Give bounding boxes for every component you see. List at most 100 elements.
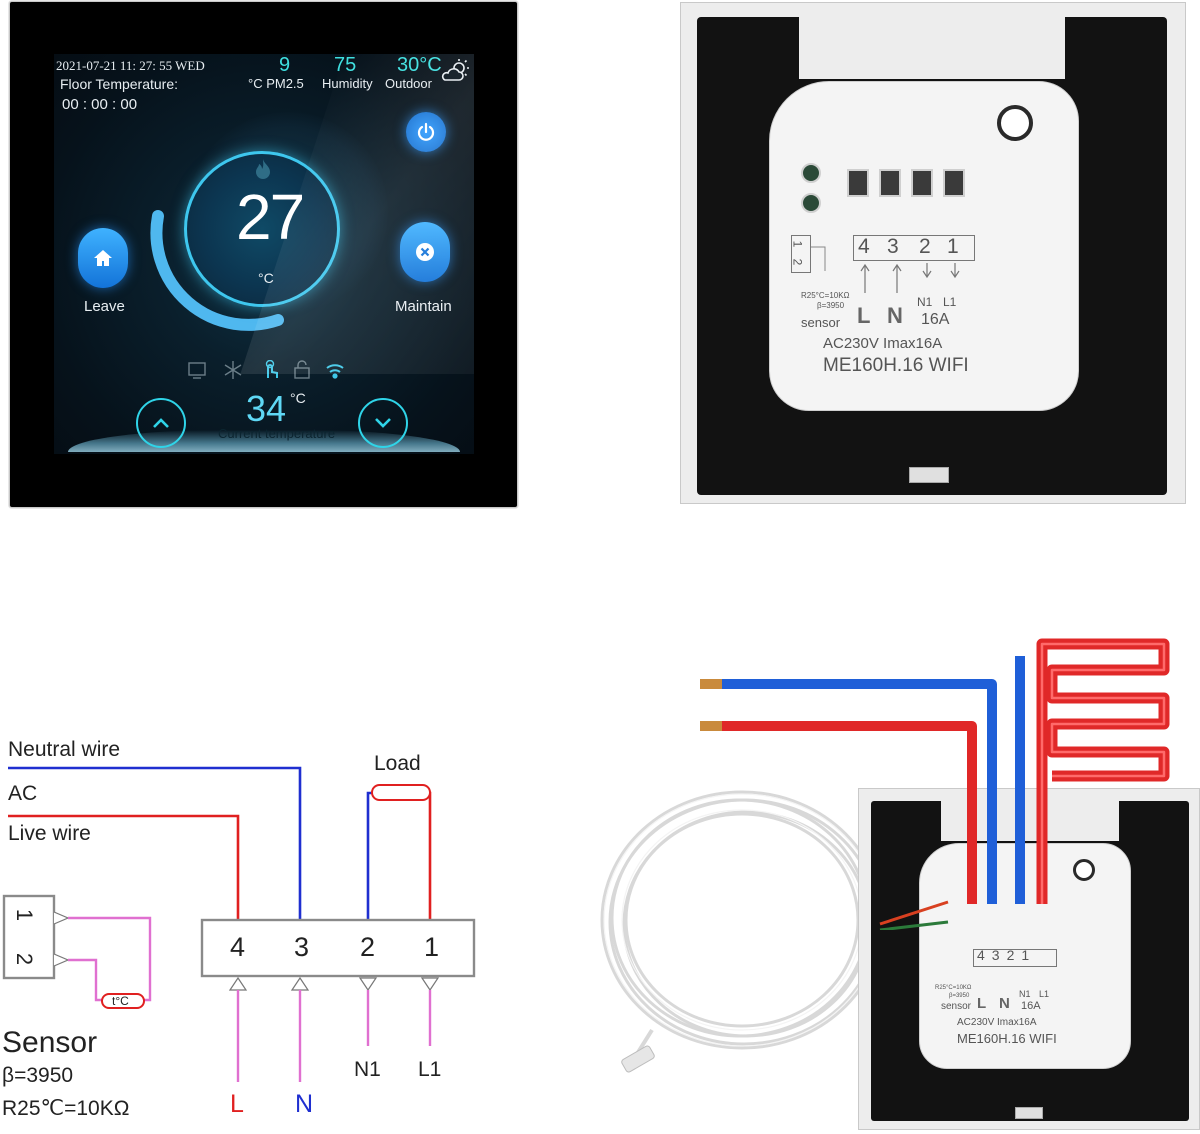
leave-label: Leave bbox=[84, 298, 125, 315]
humidity-label: Humidity bbox=[322, 76, 373, 91]
model-number: ME160H.16 WIFI bbox=[823, 355, 969, 376]
terminal-4: 4 bbox=[230, 932, 246, 962]
sensor-beta: β=3950 bbox=[2, 1064, 74, 1087]
sensor-resistance: R25℃=10KΩ bbox=[2, 1097, 130, 1120]
sensor-label: sensor bbox=[801, 315, 841, 330]
thermostat-front: 2021-07-21 11: 27: 55 WED Floor Temperat… bbox=[10, 2, 517, 507]
output-arrow-l1 bbox=[420, 977, 440, 992]
load-label: Load bbox=[374, 752, 421, 775]
load-element bbox=[371, 784, 431, 801]
supply-live-wire bbox=[720, 721, 977, 904]
sensor-pin-arrow-1 bbox=[53, 911, 70, 925]
terminal-4-label: 4 bbox=[858, 235, 870, 258]
installed-terminal-2: 2 bbox=[1006, 947, 1022, 963]
temperature-arc bbox=[150, 210, 284, 331]
neutral-copper-tip bbox=[700, 679, 722, 689]
installed-back-plate: 4321 R25°C=10KΩ β=3950 sensor L N N1 L1 … bbox=[858, 788, 1200, 1130]
terminal-1-label: 1 bbox=[947, 235, 959, 258]
terminal-3: 3 bbox=[294, 932, 310, 962]
live-copper-tip bbox=[700, 721, 722, 731]
plate-arrows bbox=[811, 246, 960, 293]
terminal-1: 1 bbox=[424, 932, 440, 962]
sensor-screw bbox=[801, 163, 821, 183]
installed-output-rating: 16A bbox=[1021, 1000, 1041, 1012]
heating-cable-highlight bbox=[1040, 642, 1166, 904]
output-rating: 16A bbox=[921, 311, 950, 328]
sensor-spec-resistance: R25°C=10KΩ bbox=[801, 291, 850, 300]
installed-bottom-slot bbox=[1015, 1107, 1043, 1119]
installed-power-rating: AC230V Imax16A bbox=[957, 1017, 1037, 1028]
set-temperature-unit: °C bbox=[258, 270, 274, 286]
ac-label: AC bbox=[8, 782, 38, 805]
current-temperature-unit: °C bbox=[290, 390, 306, 406]
installed-model-number: ME160H.16 WIFI bbox=[957, 1031, 1057, 1046]
bottom-label-l1: L1 bbox=[418, 1058, 442, 1081]
terminal-block bbox=[200, 918, 476, 978]
chevron-up-icon bbox=[153, 418, 169, 428]
outdoor-value: 30°C bbox=[397, 54, 442, 76]
top-notch bbox=[799, 17, 1065, 79]
sensor-pin-1-label: 1 bbox=[12, 908, 38, 922]
installed-output-label-n1: N1 bbox=[1019, 989, 1031, 999]
terminal-label-box bbox=[853, 235, 975, 261]
status-icons bbox=[188, 360, 344, 379]
power-icon bbox=[417, 122, 435, 141]
terminal-screw bbox=[943, 169, 965, 197]
installed-terminal-4: 4 bbox=[977, 947, 992, 963]
terminal-3-label: 3 bbox=[887, 235, 899, 258]
installed-wiring bbox=[700, 638, 1170, 930]
snowflake-icon bbox=[224, 361, 242, 379]
load-live-wire bbox=[424, 791, 432, 920]
temperature-up-button[interactable] bbox=[136, 398, 186, 448]
pm-value: 9 bbox=[279, 54, 291, 76]
supply-neutral-wire bbox=[720, 679, 997, 904]
pm-unit: °C PM2.5 bbox=[248, 76, 304, 91]
sensor-pin-2: 2 bbox=[790, 258, 805, 266]
installed-terminal-label-box bbox=[973, 949, 1057, 967]
maintain-icon bbox=[416, 243, 434, 261]
installed-terminal-1: 1 bbox=[1021, 947, 1037, 963]
bottom-label-l: L bbox=[230, 1090, 244, 1118]
temperature-down-button[interactable] bbox=[358, 398, 408, 448]
sensor-lead-red bbox=[879, 900, 949, 926]
installed-terminal-labels: 4321 bbox=[977, 947, 1036, 963]
maintain-button[interactable] bbox=[400, 222, 450, 282]
input-label-n: N bbox=[887, 303, 903, 328]
sensor-wire-1 bbox=[68, 916, 152, 1002]
sensor-pin-2-label: 2 bbox=[12, 952, 38, 966]
terminal-2: 2 bbox=[360, 932, 376, 962]
sensor-screw bbox=[801, 193, 821, 213]
power-button[interactable] bbox=[406, 112, 446, 152]
installed-input-label-n: N bbox=[999, 995, 1010, 1012]
back-plate: 4 3 2 1 1 2 R25°C=10KΩ β=3950 sensor L N… bbox=[680, 2, 1186, 504]
sensor-title: Sensor bbox=[2, 1026, 98, 1059]
current-temperature-label: Current temperature bbox=[218, 426, 336, 441]
thermostat-screen: 2021-07-21 11: 27: 55 WED Floor Temperat… bbox=[54, 54, 474, 454]
input-arrow-l bbox=[228, 976, 248, 991]
installed-input-label-l: L bbox=[977, 995, 987, 1012]
output-label-l1: L1 bbox=[943, 295, 957, 309]
sensor-pin-arrow-2 bbox=[53, 953, 70, 967]
sensor-spec-beta: β=3950 bbox=[817, 301, 845, 310]
output-arrow-n1 bbox=[358, 977, 378, 992]
input-arrow-n bbox=[290, 976, 310, 991]
timer: 00 : 00 : 00 bbox=[62, 96, 138, 113]
output-label-n1: N1 bbox=[917, 295, 933, 309]
terminal-screw bbox=[879, 169, 901, 197]
installed-sensor-label: sensor bbox=[941, 1001, 972, 1012]
sensor-pin-1: 1 bbox=[790, 240, 805, 248]
heating-cable bbox=[1036, 638, 1170, 904]
sensor-probe-label: t°C bbox=[112, 994, 129, 1008]
outdoor-label: Outdoor bbox=[385, 76, 432, 91]
installed-sensor-spec-beta: β=3950 bbox=[949, 993, 970, 999]
datetime: 2021-07-21 11: 27: 55 WED bbox=[56, 58, 205, 73]
floor-temperature-label: Floor Temperature: bbox=[60, 76, 179, 92]
installed-sensor-spec-resistance: R25°C=10KΩ bbox=[935, 985, 972, 991]
leave-button[interactable] bbox=[78, 228, 128, 288]
terminal-2-label: 2 bbox=[919, 235, 931, 258]
humidity-value: 75 bbox=[334, 54, 357, 76]
sensor-pin-box bbox=[791, 235, 811, 273]
sensor-probe bbox=[101, 993, 145, 1009]
installed-terminal-3: 3 bbox=[991, 947, 1007, 963]
installed-output-label-l1: L1 bbox=[1039, 989, 1050, 999]
